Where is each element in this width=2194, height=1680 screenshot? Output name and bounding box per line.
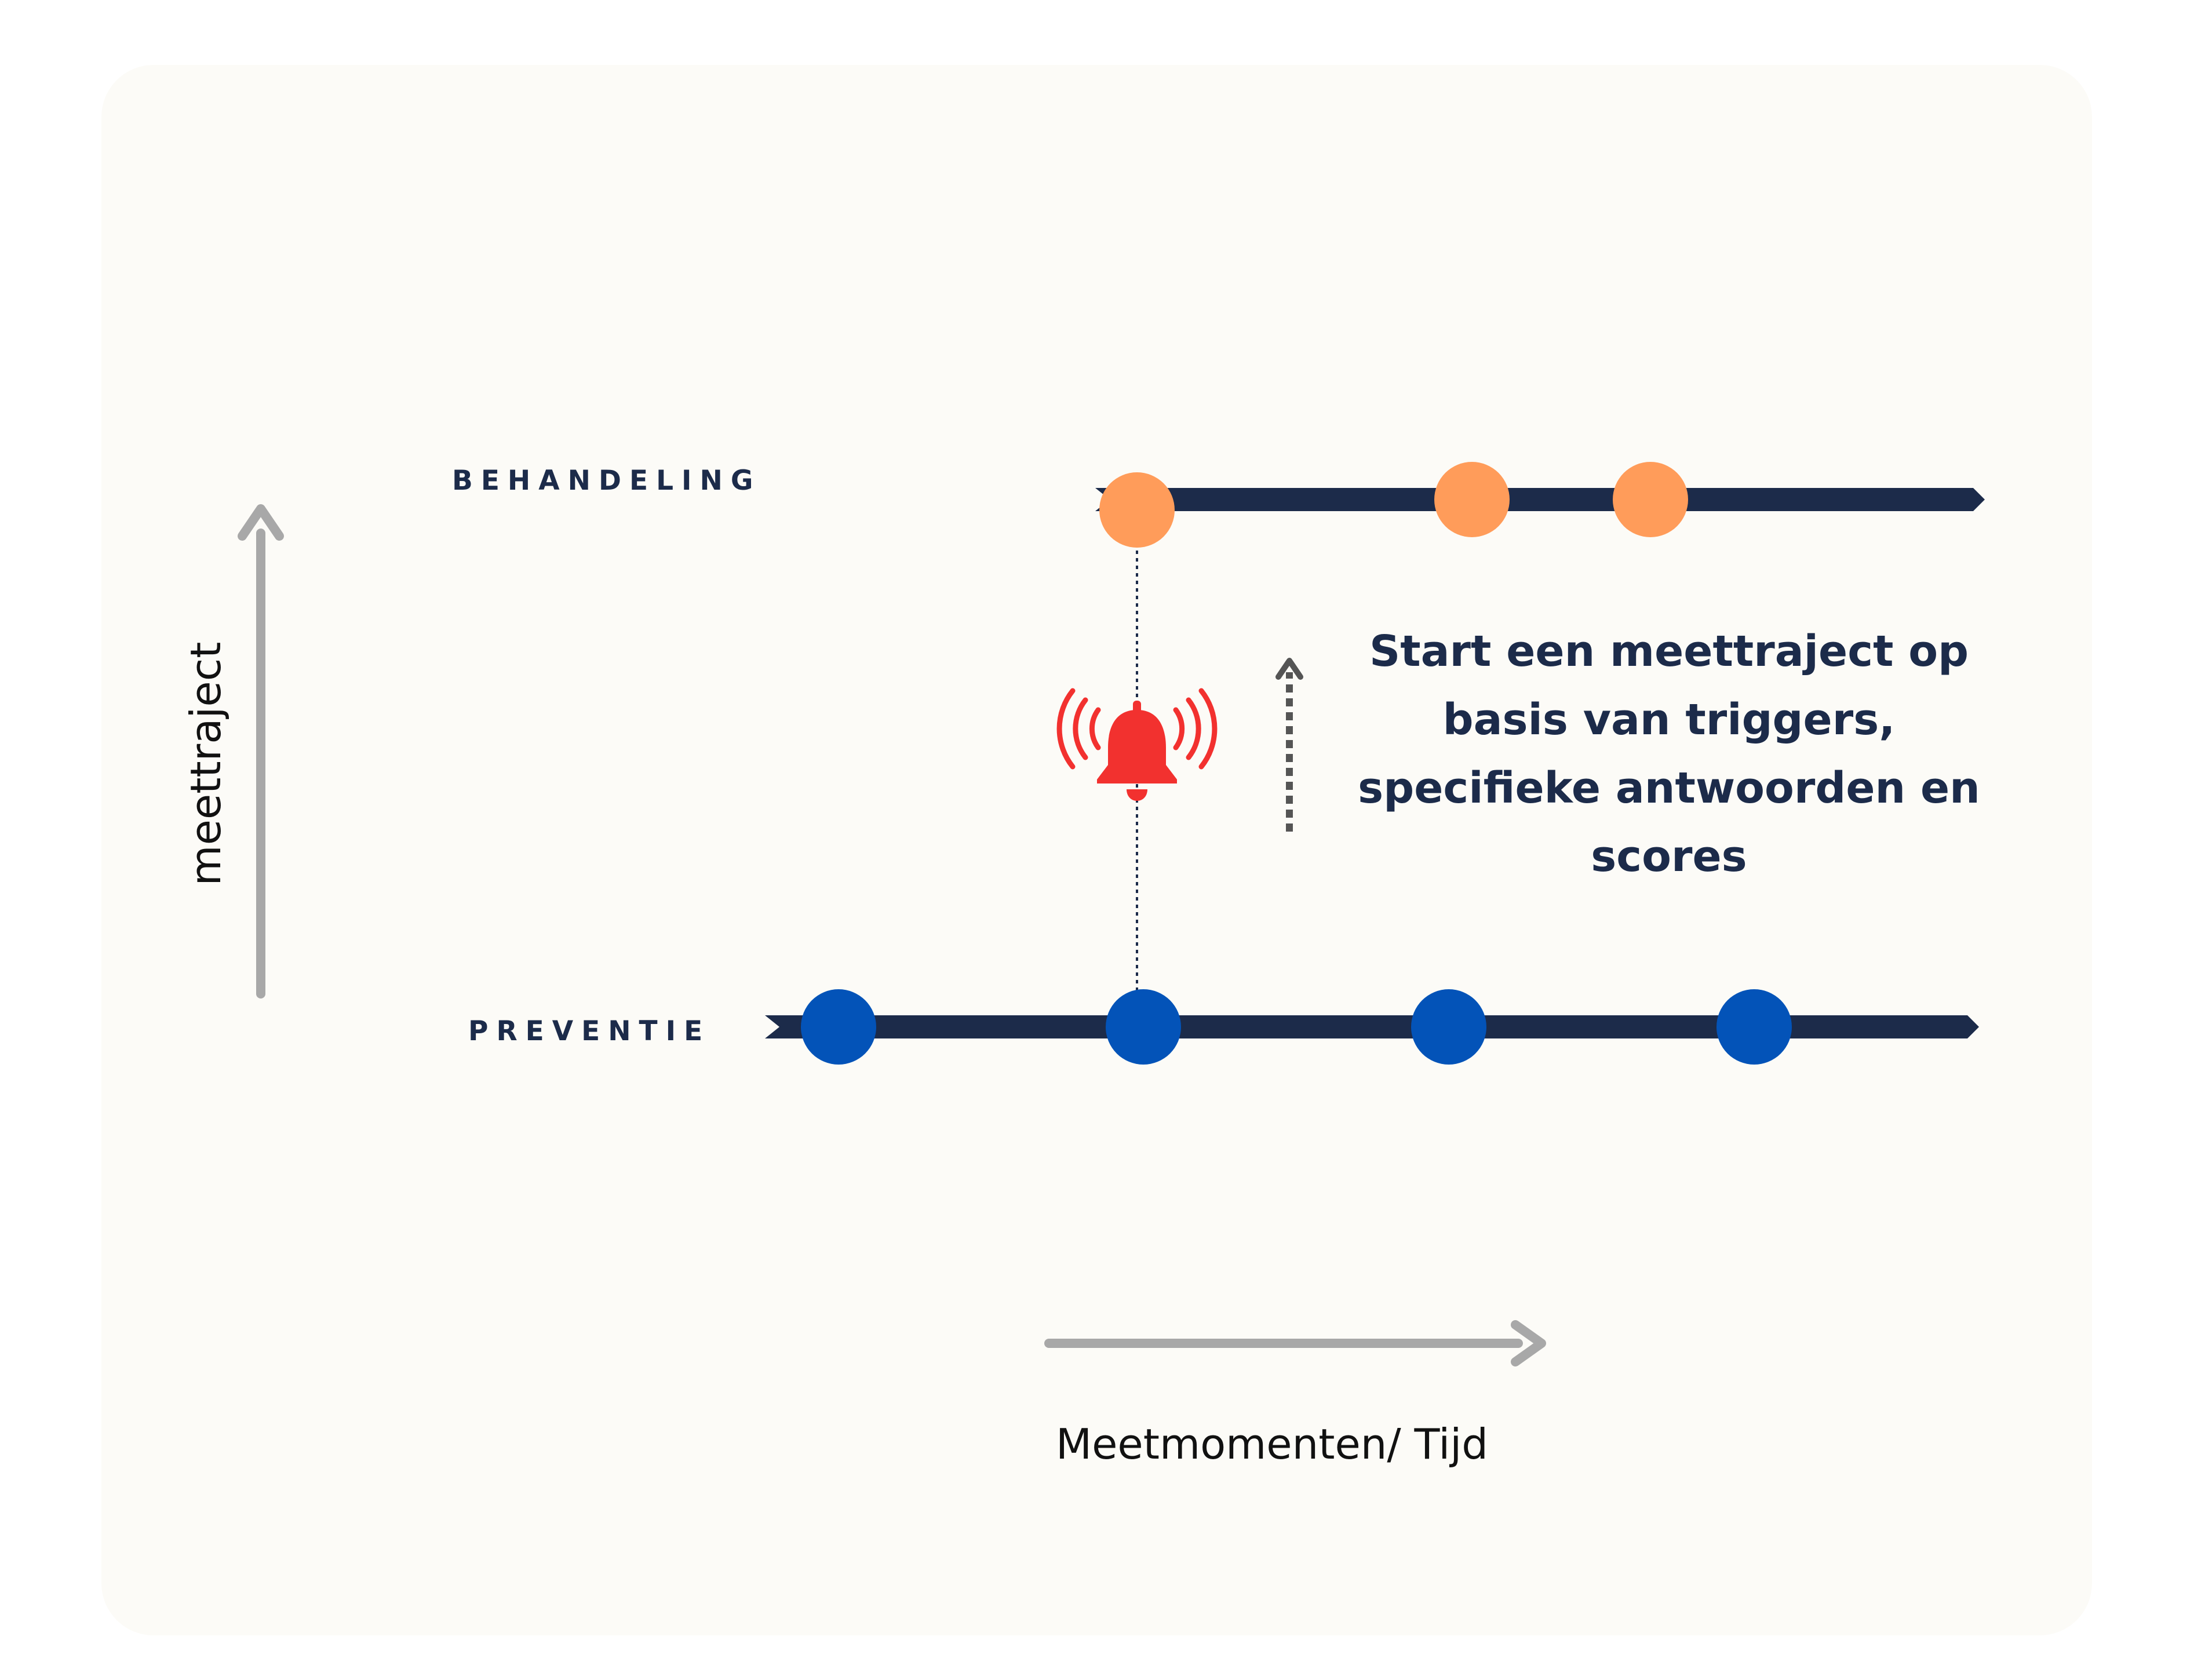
track-label-preventie: PREVENTIE (468, 1015, 711, 1047)
bell-icon (1056, 688, 1218, 801)
y-axis-label: meettraject (181, 642, 230, 886)
x-axis-label: Meetmomenten/ Tijd (1056, 1420, 1488, 1468)
preventie-track-line (765, 1015, 1979, 1038)
diagram-card (101, 65, 2092, 1635)
preventie-measurement-dot (1716, 989, 1792, 1065)
behandeling-measurement-dot (1099, 472, 1175, 548)
track-label-behandeling: BEHANDELING (452, 465, 761, 497)
preventie-measurement-dot (1411, 989, 1486, 1065)
behandeling-measurement-dot (1434, 462, 1510, 537)
behandeling-track-line (1095, 488, 1985, 511)
callout-text: Start een meettraject op basis van trigg… (1358, 626, 1980, 881)
y-axis-arrow (238, 504, 284, 998)
x-axis-arrow (1044, 1320, 1546, 1366)
escalation-dotted-arrow (1275, 658, 1303, 832)
preventie-measurement-dot (1106, 989, 1181, 1065)
preventie-measurement-dot (801, 989, 876, 1065)
behandeling-measurement-dot (1613, 462, 1688, 537)
